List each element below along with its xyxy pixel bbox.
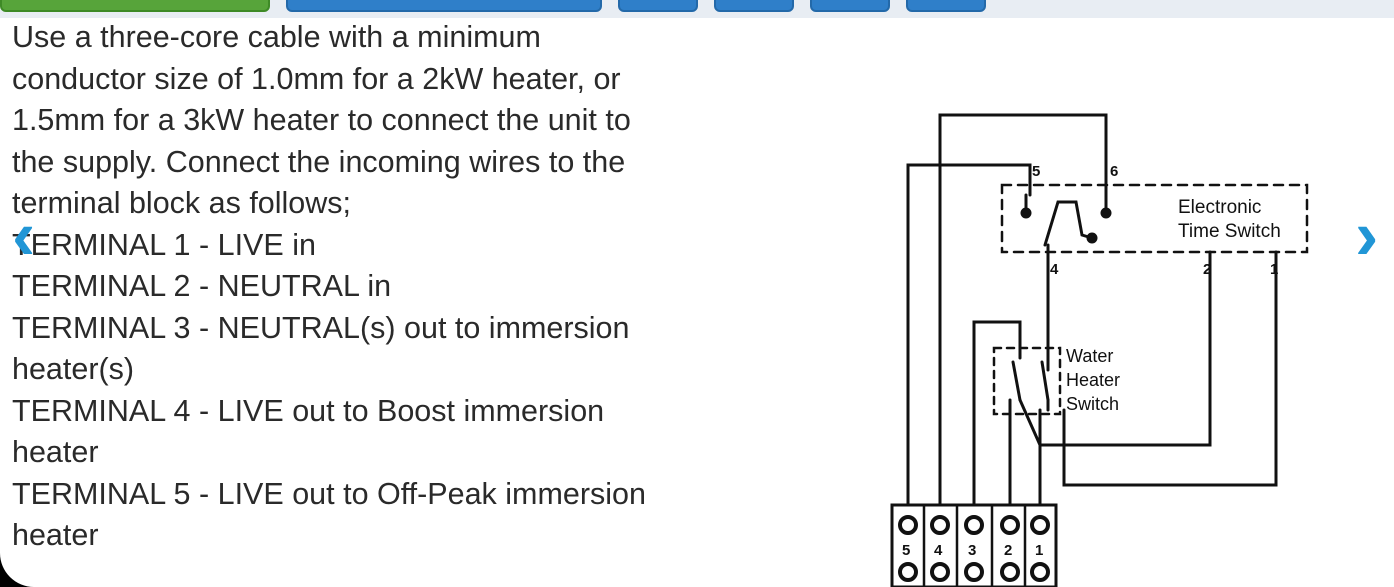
next-arrow-icon[interactable]: ›	[1355, 196, 1379, 274]
toolbar-button-wide[interactable]	[286, 0, 602, 12]
toolbar-button-green[interactable]	[0, 0, 270, 12]
instruction-line: Use a three-core cable with a minimum	[12, 20, 541, 54]
toolbar-button-3[interactable]	[810, 0, 890, 12]
terminal-label-3: 3	[968, 542, 976, 559]
previous-arrow-icon[interactable]: ‹	[12, 196, 36, 274]
instruction-line: TERMINAL 2 - NEUTRAL in	[12, 269, 392, 303]
instruction-line: heater	[12, 518, 99, 552]
terminal-label-1: 1	[1035, 542, 1043, 559]
instruction-line: conductor size of 1.0mm for a 2kW heater…	[12, 61, 621, 96]
terminal-label-4: 4	[934, 542, 943, 559]
instruction-line: terminal block as follows;	[12, 186, 352, 220]
toolbar-button-4[interactable]	[906, 0, 986, 12]
instruction-line: TERMINAL 4 - LIVE out to Boost immersion	[12, 393, 605, 428]
instruction-line: TERMINAL 3 - NEUTRAL(s) out to immersion	[12, 310, 630, 345]
node-label-2: 2	[1203, 261, 1211, 278]
water-switch-label-1: Water	[1066, 346, 1113, 366]
node-label-6: 6	[1110, 163, 1118, 180]
instruction-line: TERMINAL 5 - LIVE out to Off-Peak immers…	[12, 476, 646, 511]
instruction-line: heater	[12, 435, 99, 469]
toolbar-button-1[interactable]	[618, 0, 698, 12]
instructions-text: Use a three-core cable with a minimum co…	[12, 17, 712, 557]
terminal-label-2: 2	[1004, 542, 1012, 559]
toolbar-button-2[interactable]	[714, 0, 794, 12]
instruction-line: the supply. Connect the incoming wires t…	[12, 144, 626, 179]
terminal-label-5: 5	[902, 542, 910, 559]
instruction-line: heater(s)	[12, 352, 135, 386]
node-label-4: 4	[1050, 261, 1059, 278]
instruction-line: TERMINAL 1 - LIVE in	[12, 227, 316, 262]
wiring-diagram: Electronic Time Switch Water Heater Swit…	[890, 113, 1309, 587]
time-switch-label-2: Time Switch	[1178, 221, 1281, 242]
water-switch-label-2: Heater	[1066, 370, 1120, 390]
terminal-block: 5 4 3 2 1	[890, 503, 1058, 587]
node-label-5: 5	[1032, 163, 1040, 180]
instruction-line: 1.5mm for a 3kW heater to connect the un…	[12, 103, 631, 137]
node-label-1: 1	[1270, 261, 1278, 278]
water-switch-label-3: Switch	[1066, 394, 1119, 414]
time-switch-label-1: Electronic	[1178, 197, 1261, 218]
top-toolbar	[0, 0, 1394, 18]
